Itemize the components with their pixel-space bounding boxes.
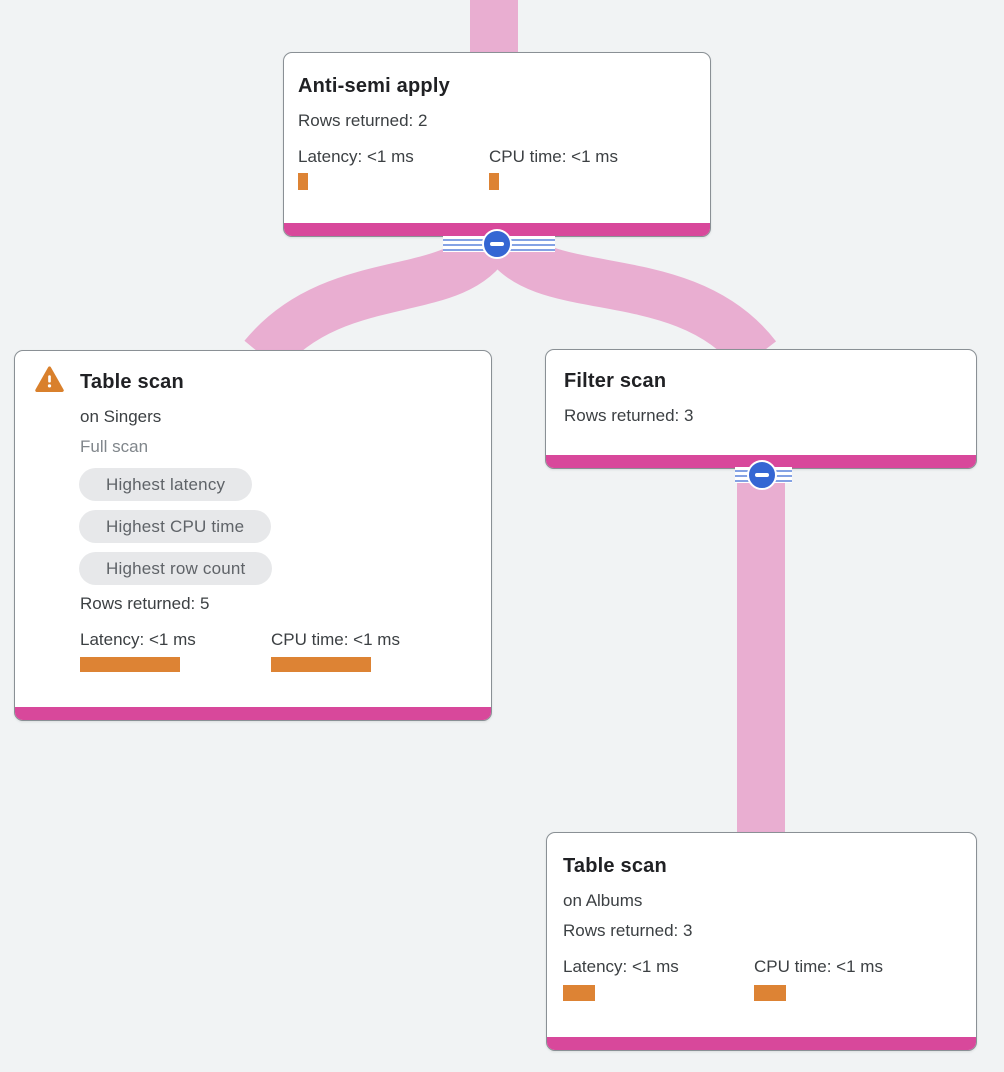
cpu-time-label: CPU time: <1 ms bbox=[489, 147, 618, 166]
latency-label: Latency: <1 ms bbox=[80, 630, 196, 649]
edge-root-to-anti-semi-apply bbox=[470, 0, 518, 58]
cpu-time-bar bbox=[754, 985, 786, 1001]
node-title: Anti-semi apply bbox=[298, 75, 450, 97]
plan-node-filter-scan[interactable]: Filter scan Rows returned: 3 bbox=[545, 349, 977, 469]
edge-anti-semi-to-table-scan-singers bbox=[244, 227, 510, 372]
node-title: Filter scan bbox=[564, 370, 667, 392]
cpu-time-bar bbox=[271, 657, 371, 672]
node-title: Table scan bbox=[563, 855, 667, 877]
node-subtitle: on Singers bbox=[80, 407, 162, 426]
rows-returned: Rows returned: 2 bbox=[298, 111, 428, 130]
latency-bar bbox=[563, 985, 595, 1001]
latency-bar bbox=[80, 657, 180, 672]
rows-returned: Rows returned: 5 bbox=[80, 594, 210, 613]
latency-bar bbox=[298, 173, 308, 190]
badge-list: Highest latency Highest CPU time Highest… bbox=[79, 468, 273, 594]
node-title: Table scan bbox=[80, 371, 184, 393]
warning-icon bbox=[35, 366, 64, 398]
latency-label: Latency: <1 ms bbox=[298, 147, 414, 166]
edge-filter-scan-to-table-scan-albums bbox=[737, 468, 785, 840]
badge-highest-latency: Highest latency bbox=[79, 468, 253, 501]
cpu-time-bar bbox=[489, 173, 499, 190]
full-scan-note: Full scan bbox=[80, 437, 149, 456]
rows-returned: Rows returned: 3 bbox=[564, 406, 694, 425]
latency-label: Latency: <1 ms bbox=[563, 957, 679, 976]
node-subtitle: on Albums bbox=[563, 891, 643, 910]
badge-highest-row-count: Highest row count bbox=[79, 552, 273, 585]
badge-highest-cpu-time: Highest CPU time bbox=[79, 510, 272, 543]
node-accent-bar bbox=[15, 707, 491, 720]
cpu-time-label: CPU time: <1 ms bbox=[754, 957, 883, 976]
rows-returned: Rows returned: 3 bbox=[563, 921, 693, 940]
plan-node-table-scan-albums[interactable]: Table scan on Albums Rows returned: 3 La… bbox=[546, 832, 977, 1051]
collapse-minus-icon[interactable] bbox=[482, 229, 512, 259]
plan-node-table-scan-singers[interactable]: Table scan on Singers Full scan Highest … bbox=[14, 350, 492, 721]
node-accent-bar bbox=[547, 1037, 976, 1050]
edge-anti-semi-to-filter-scan bbox=[484, 226, 777, 372]
plan-node-anti-semi-apply[interactable]: Anti-semi apply Rows returned: 2 Latency… bbox=[283, 52, 711, 237]
cpu-time-label: CPU time: <1 ms bbox=[271, 630, 400, 649]
collapse-minus-icon[interactable] bbox=[747, 460, 777, 490]
